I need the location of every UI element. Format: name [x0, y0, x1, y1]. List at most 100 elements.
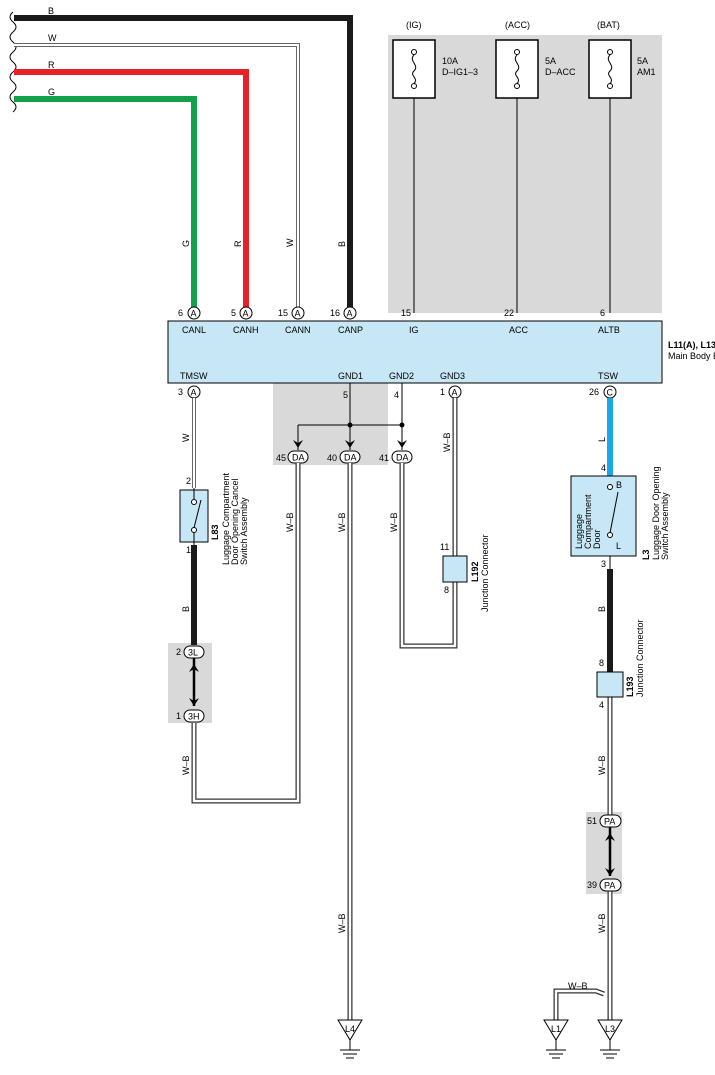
- svg-text:L1: L1: [551, 1024, 561, 1034]
- fuse-acc: (ACC) 5A D–ACC 22: [495, 20, 576, 318]
- ecu-terminal-canp: CANP: [338, 325, 363, 335]
- svg-text:3: 3: [601, 559, 606, 569]
- connector-3l: 3L: [183, 645, 205, 659]
- connector-a-marker: A: [448, 385, 462, 399]
- svg-text:Luggage Door Opening: Luggage Door Opening: [651, 466, 661, 560]
- svg-text:A: A: [191, 309, 197, 319]
- pin-canl: 6: [178, 308, 183, 318]
- svg-text:A: A: [243, 309, 249, 319]
- svg-text:8: 8: [599, 658, 604, 668]
- l3-switch-assembly: 4 B L Luggage Compartment Door 3 L3 Lugg…: [570, 463, 670, 569]
- svg-text:5A: 5A: [545, 56, 556, 66]
- wire-r-canh: [14, 69, 249, 307]
- svg-text:PA: PA: [604, 881, 615, 891]
- label-l1-branch: W–B: [568, 981, 588, 991]
- ecu-terminal-tmsw: TMSW: [180, 371, 208, 381]
- l192-junction-connector: 11 8 L192 Junction Connector: [440, 534, 490, 612]
- joint-connector-da: DA: [339, 450, 361, 464]
- splice-point: [399, 422, 405, 428]
- svg-text:Junction Connector: Junction Connector: [635, 619, 645, 697]
- ecu-terminal-gnd1: GND1: [338, 371, 363, 381]
- joint-connector-da: DA: [287, 450, 309, 464]
- mate-arrow-down: [189, 698, 199, 706]
- svg-text:L192: L192: [470, 561, 480, 582]
- l83-switch-assembly: 2 1 L83 Luggage Compartment Door Opening…: [179, 472, 249, 565]
- ecu-terminal-gnd2: GND2: [389, 371, 414, 381]
- fuse-bat: (BAT) 5A AM1 6: [588, 20, 656, 318]
- svg-text:5A: 5A: [637, 56, 648, 66]
- label-da40: W–B: [337, 512, 347, 532]
- svg-text:(BAT): (BAT): [597, 20, 620, 30]
- svg-text:3L: 3L: [188, 648, 198, 658]
- svg-text:L: L: [616, 541, 621, 551]
- svg-text:Luggage: Luggage: [574, 514, 584, 549]
- pin-tsw: 26: [589, 387, 599, 397]
- mate-arrow-up: [605, 833, 615, 841]
- wire-b-canp: [14, 15, 353, 307]
- wire-g-canl: [14, 96, 197, 307]
- svg-text:4: 4: [601, 463, 606, 473]
- pin-canh: 5: [231, 308, 236, 318]
- svg-text:PA: PA: [604, 817, 615, 827]
- ecu-terminal-gnd3: GND3: [440, 371, 465, 381]
- svg-text:Junction Connector: Junction Connector: [480, 534, 490, 612]
- svg-text:A: A: [347, 309, 353, 319]
- connector-a-marker: A: [187, 385, 201, 399]
- label-da41: W–B: [389, 512, 399, 532]
- wire-code-b: B: [48, 6, 54, 16]
- l193-junction-connector: 8 4 L193 Junction Connector: [596, 619, 645, 710]
- connector-a-marker: A: [239, 306, 253, 320]
- svg-text:3H: 3H: [188, 712, 200, 722]
- svg-text:A: A: [452, 388, 458, 398]
- svg-text:10A: 10A: [442, 56, 458, 66]
- ecu-terminal-canl: CANL: [182, 325, 206, 335]
- svg-text:11: 11: [440, 542, 449, 552]
- svg-text:L4: L4: [345, 1024, 355, 1034]
- svg-text:8: 8: [444, 585, 449, 595]
- svg-text:22: 22: [504, 308, 514, 318]
- wire-w-cann-inner: [14, 44, 299, 307]
- label-pa-out: W–B: [597, 913, 607, 933]
- svg-text:A: A: [191, 388, 197, 398]
- connector-3h: 3H: [183, 709, 205, 723]
- pin-da45: 45: [276, 453, 286, 463]
- svg-text:4: 4: [599, 700, 604, 710]
- wire-code-w: W: [48, 33, 57, 43]
- label-gnd3: W–B: [442, 432, 452, 452]
- ecu-terminal-altb: ALTB: [598, 325, 620, 335]
- vlabel-g: G: [181, 240, 191, 247]
- svg-text:Door Opening Cancel: Door Opening Cancel: [230, 478, 240, 565]
- svg-text:15: 15: [401, 308, 411, 318]
- label-tmsw-wire: W: [181, 433, 191, 442]
- label-3h-out: W–B: [181, 755, 191, 775]
- svg-text:Switch Assembly: Switch Assembly: [660, 492, 670, 560]
- vlabel-w: W: [285, 238, 295, 247]
- svg-text:Switch Assembly: Switch Assembly: [239, 497, 249, 565]
- svg-text:(IG): (IG): [406, 20, 422, 30]
- svg-text:B: B: [616, 480, 622, 490]
- ecu-terminal-canh: CANH: [233, 325, 259, 335]
- mate-arrow-down: [605, 868, 615, 876]
- mate-arrow-up: [189, 664, 199, 672]
- svg-text:L193: L193: [625, 676, 635, 697]
- ground-l1: L1: [543, 1019, 569, 1059]
- pin-gnd1: 5: [343, 390, 348, 400]
- pin-gnd2: 4: [394, 390, 399, 400]
- label-l3-out: B: [597, 606, 607, 612]
- label-da45: W–B: [285, 512, 295, 532]
- splice-point: [347, 422, 353, 428]
- ecu-terminal-tsw: TSW: [598, 371, 619, 381]
- pin-pa39: 39: [587, 880, 597, 890]
- ecu-id: L11(A), L13(C): [668, 340, 715, 350]
- ground-l3: L3: [597, 1019, 623, 1059]
- svg-text:L3: L3: [605, 1024, 615, 1034]
- svg-text:1: 1: [186, 545, 191, 555]
- pin-cann: 15: [278, 308, 288, 318]
- fuse-ig: (IG) 10A D–IG1–3 15: [392, 20, 478, 318]
- ecu-terminal-acc: ACC: [509, 325, 529, 335]
- svg-text:Luggage Compartment: Luggage Compartment: [221, 472, 231, 565]
- ecu-terminal-ig: IG: [409, 325, 419, 335]
- ecu-terminal-cann: CANN: [285, 325, 311, 335]
- pin-pa51: 51: [587, 816, 597, 826]
- label-l4-drop: W–B: [337, 913, 347, 933]
